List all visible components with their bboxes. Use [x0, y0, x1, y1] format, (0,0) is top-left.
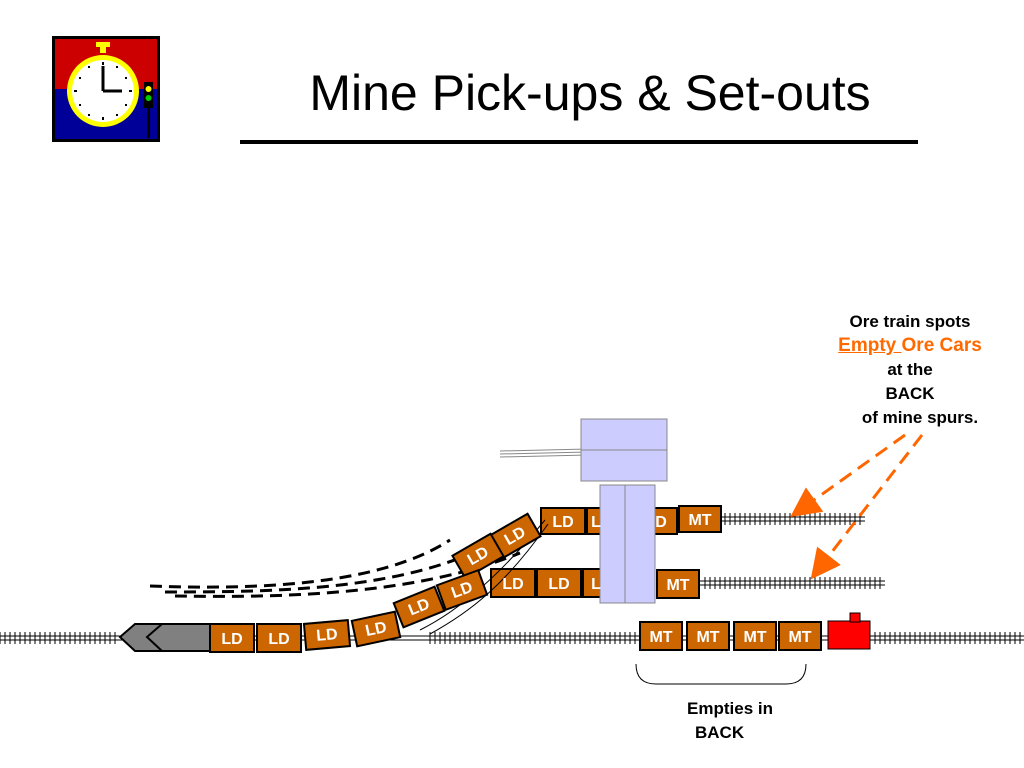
car-label-angled-6: LD [316, 626, 339, 645]
annotation-spots-line2: Empty Ore Cars [800, 334, 1020, 358]
car-label-upper-1: LD [552, 514, 573, 531]
signal-icon [144, 82, 153, 138]
annotation-spots-empty: Empty [838, 335, 902, 356]
car-label-angled-5: LD [364, 619, 388, 640]
car-label-main-1: LD [221, 631, 242, 648]
page-title: Mine Pick-ups & Set-outs [309, 65, 871, 121]
annotation-spots-line4: BACK [885, 384, 935, 403]
annotation-spots-line5: of mine spurs. [861, 408, 979, 427]
title-underline [240, 140, 918, 144]
car-label-angled-3: LD [449, 579, 475, 602]
car-label-main-2: LD [268, 631, 289, 648]
car-label-lower-3: L [591, 576, 601, 593]
empty-cars-main [639, 621, 822, 651]
spot-arrows [790, 433, 924, 580]
annotation-spots-line3: at the [887, 360, 933, 379]
stopwatch-icon [67, 42, 139, 127]
annotation-empties: Empties in BACK [660, 697, 800, 745]
annotation-spots: Ore train spots Empty Ore Cars at the BA… [800, 310, 1020, 430]
angled-cars [302, 512, 542, 651]
annotation-empties-line2: BACK [695, 723, 745, 742]
car-label-lower-2: LD [548, 576, 569, 593]
car-label-upper-2: L [591, 514, 601, 531]
car-label-lower-1: LD [502, 576, 523, 593]
outbound-cars [209, 623, 302, 653]
caboose [827, 612, 871, 650]
car-label-lower-4: MT [666, 577, 689, 594]
mine-chute [599, 484, 656, 604]
lower-spur-track [700, 580, 885, 586]
car-label-upper-4: MT [688, 512, 711, 529]
annotation-spots-line1: Ore train spots [849, 312, 971, 331]
car-label-empty-1: MT [649, 629, 672, 646]
annotation-empties-line1: Empties in [687, 699, 773, 718]
main-line-ties [0, 632, 1021, 644]
car-label-empty-3: MT [743, 629, 766, 646]
locomotive [118, 623, 211, 652]
car-label-angled-4: LD [406, 596, 432, 620]
mine-building [499, 418, 668, 482]
car-label-empty-4: MT [788, 629, 811, 646]
upper-spur-track [720, 516, 865, 522]
annotation-spots-ore-cars: Ore Cars [901, 335, 982, 356]
car-label-empty-2: MT [696, 629, 719, 646]
stopwatch-logo [52, 36, 160, 142]
car-label-upper-3: D [655, 514, 667, 531]
empties-bracket [635, 663, 807, 685]
